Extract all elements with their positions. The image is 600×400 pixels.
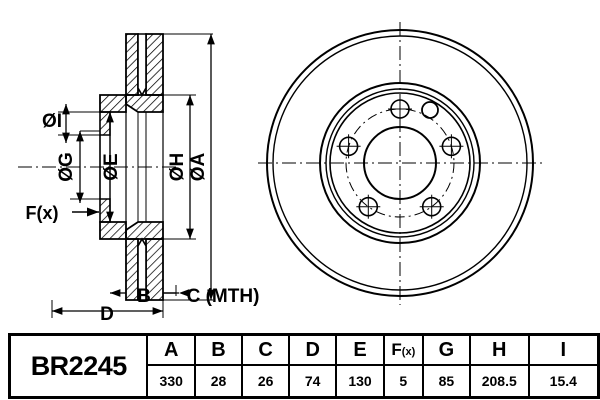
value-h: 208.5 — [468, 364, 530, 399]
header-h: H — [468, 333, 530, 366]
header-e: E — [335, 333, 385, 366]
value-fx: 5 — [382, 364, 424, 399]
label-diameter-e: ØE — [101, 153, 122, 180]
value-i: 15.4 — [527, 364, 600, 399]
section-hat-wall-bottom — [99, 198, 111, 223]
bolt-hole-5 — [336, 134, 361, 159]
section-outer-plate-top-inner — [125, 33, 139, 96]
pilot-hole — [421, 101, 439, 119]
section-hat-wall-top — [99, 111, 111, 136]
value-g: 85 — [421, 364, 471, 399]
header-c: C — [241, 333, 291, 366]
dimension-lines-bottom — [51, 285, 190, 318]
value-c: 26 — [241, 364, 291, 399]
section-hat-transition-bottom — [125, 221, 164, 240]
dimension-lines-right — [163, 33, 215, 301]
section-outer-plate-top-outer — [145, 33, 164, 96]
label-diameter-a: ØA — [188, 152, 209, 181]
value-a: 330 — [146, 364, 196, 399]
cross-section-geometry — [99, 33, 164, 301]
value-e: 130 — [335, 364, 385, 399]
header-fx-sub: (x) — [401, 346, 416, 358]
label-diameter-i: ØI — [42, 111, 62, 132]
label-b: B — [137, 286, 151, 307]
table-row-headers: BR2245 A B C D E F(x) G H I — [8, 333, 600, 399]
header-fx: F(x) — [382, 333, 424, 366]
section-hat-flange-bottom — [99, 221, 127, 240]
header-d: D — [288, 333, 338, 366]
bolt-hole-3 — [419, 194, 444, 219]
header-b: B — [193, 333, 244, 366]
specification-table: BR2245 A B C D E F(x) G H I 330 28 26 74… — [8, 333, 600, 399]
section-hat-flange-top — [99, 94, 127, 113]
label-diameter-h: ØH — [167, 153, 188, 182]
header-i: I — [527, 333, 600, 366]
section-hat-transition-top — [125, 94, 164, 113]
header-g: G — [421, 333, 471, 366]
header-a: A — [146, 333, 196, 366]
table-row-values: 330 28 26 74 130 5 85 208.5 15.4 — [10, 364, 600, 399]
bolt-hole-4 — [356, 194, 381, 219]
value-b: 28 — [193, 364, 244, 399]
dimension-label-texts: ØI ØG ØE ØH ØA F(x) B C (MTH) D — [26, 111, 260, 325]
value-d: 74 — [288, 364, 338, 399]
section-vent-gap-bottom — [137, 237, 147, 301]
label-diameter-g: ØG — [56, 152, 77, 182]
label-c-mth: C (MTH) — [187, 286, 260, 307]
section-vent-gap-top — [137, 33, 147, 97]
label-fx: F(x) — [26, 203, 59, 223]
front-view-geometry — [258, 22, 542, 305]
header-fx-main: F — [391, 340, 402, 359]
label-d: D — [100, 304, 114, 325]
part-number-cell: BR2245 — [8, 333, 149, 399]
bolt-hole-2 — [439, 134, 464, 159]
